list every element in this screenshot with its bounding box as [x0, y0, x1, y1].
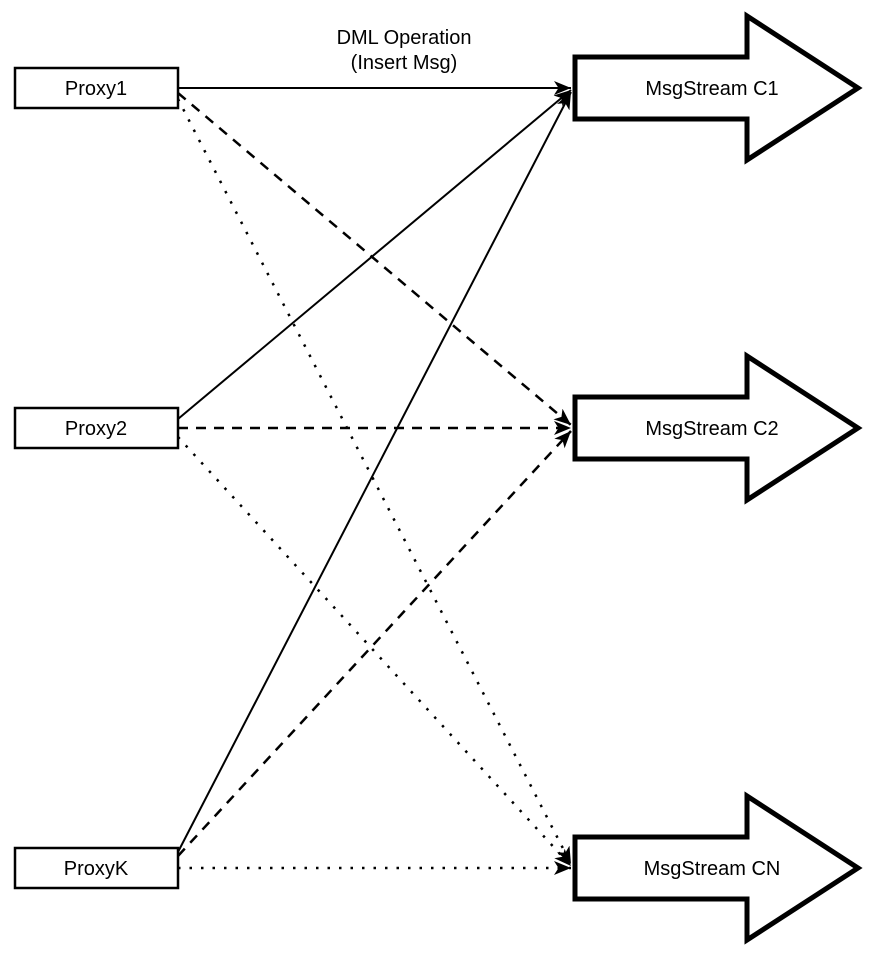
- proxy2-label: Proxy2: [65, 418, 127, 440]
- diagram-title-line2: (Insert Msg): [351, 52, 458, 74]
- stream-cn-node: MsgStream CN: [572, 791, 863, 945]
- proxyk-label: ProxyK: [64, 858, 129, 880]
- stream-c2-node: MsgStream C2: [572, 351, 863, 505]
- stream-c1-block-arrow-icon: [572, 11, 863, 165]
- edge-proxy2-to-cn: [177, 436, 572, 867]
- proxy2-node: Proxy2: [13, 406, 180, 450]
- stream-c2-label: MsgStream C2: [645, 418, 778, 440]
- proxy1-node: Proxy1: [13, 66, 180, 110]
- proxyk-box: [13, 846, 180, 890]
- proxy1-label: Proxy1: [65, 78, 127, 100]
- diagram-title-line1: DML Operation: [337, 27, 472, 49]
- proxyk-node: ProxyK: [13, 846, 180, 890]
- edge-proxy1-to-c2: [177, 92, 572, 426]
- edge-proxyk-to-c2: [177, 430, 572, 857]
- stream-c1-label: MsgStream C1: [645, 78, 778, 100]
- edge-proxy2-to-c1: [177, 89, 572, 420]
- stream-c1-node: MsgStream C1: [572, 11, 863, 165]
- stream-cn-block-arrow-icon: [572, 791, 863, 945]
- edge-proxyk-to-c1: [177, 91, 572, 853]
- edge-proxy1-to-cn: [176, 98, 573, 865]
- stream-cn-label: MsgStream CN: [644, 858, 781, 880]
- proxy2-box: [13, 406, 180, 450]
- proxy1-box: [13, 66, 180, 110]
- stream-c2-block-arrow-icon: [572, 351, 863, 505]
